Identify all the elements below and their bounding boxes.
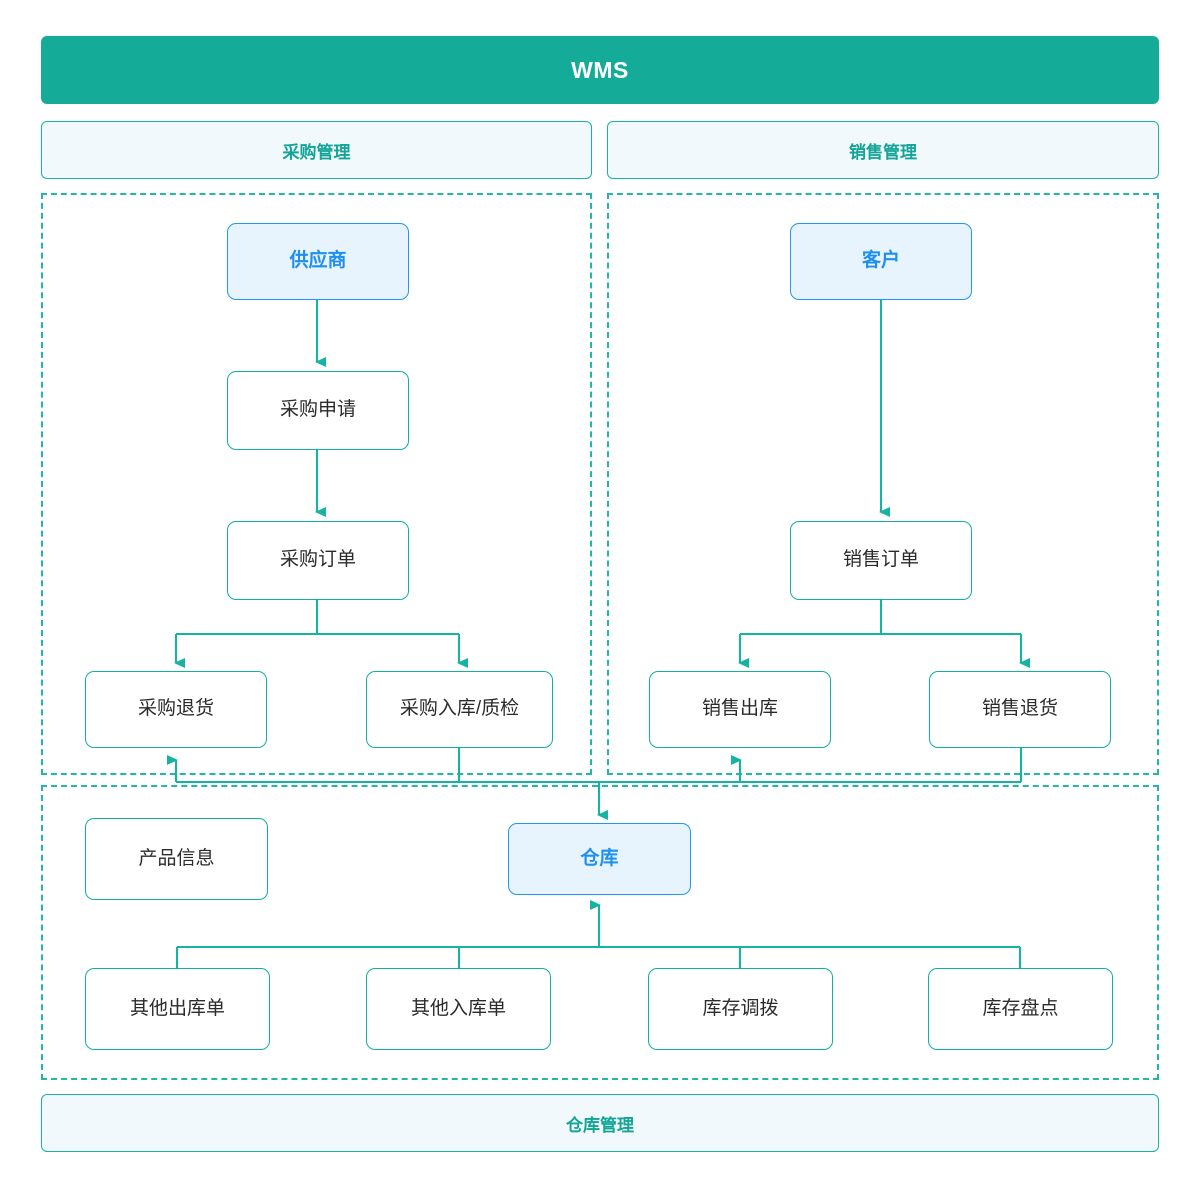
node-sales-order-label: 销售订单 bbox=[842, 549, 919, 571]
banner-sales-management-label: 销售管理 bbox=[849, 142, 917, 162]
node-purchase-inbound-qc-label: 采购入库/质检 bbox=[399, 698, 520, 720]
node-stock-transfer[interactable]: 库存调拨 bbox=[648, 968, 833, 1050]
node-customer-label: 客户 bbox=[861, 250, 900, 272]
node-product-info-label: 产品信息 bbox=[138, 847, 215, 869]
wms-title-banner: WMS bbox=[41, 36, 1159, 104]
banner-warehouse-management[interactable]: 仓库管理 bbox=[41, 1094, 1159, 1152]
node-sales-outbound[interactable]: 销售出库 bbox=[649, 671, 831, 748]
node-stock-count[interactable]: 库存盘点 bbox=[928, 968, 1113, 1050]
group-purchase-management bbox=[41, 193, 592, 775]
banner-sales-management[interactable]: 销售管理 bbox=[607, 121, 1159, 179]
node-other-outbound[interactable]: 其他出库单 bbox=[85, 968, 270, 1050]
node-purchase-return[interactable]: 采购退货 bbox=[85, 671, 267, 748]
node-warehouse-label: 仓库 bbox=[580, 847, 619, 869]
node-other-inbound[interactable]: 其他入库单 bbox=[366, 968, 551, 1050]
wms-title-label: WMS bbox=[571, 56, 629, 83]
banner-warehouse-management-label: 仓库管理 bbox=[566, 1115, 634, 1135]
node-sales-outbound-label: 销售出库 bbox=[701, 698, 778, 720]
banner-purchase-management[interactable]: 采购管理 bbox=[41, 121, 592, 179]
node-other-outbound-label: 其他出库单 bbox=[129, 997, 225, 1019]
node-supplier-label: 供应商 bbox=[289, 250, 347, 272]
node-stock-count-label: 库存盘点 bbox=[982, 997, 1059, 1019]
node-sales-return-label: 销售退货 bbox=[981, 698, 1058, 720]
banner-purchase-management-label: 采购管理 bbox=[282, 142, 351, 162]
node-supplier[interactable]: 供应商 bbox=[227, 223, 409, 300]
node-purchase-request-label: 采购申请 bbox=[279, 399, 356, 421]
node-other-inbound-label: 其他入库单 bbox=[410, 997, 506, 1019]
node-purchase-order-label: 采购订单 bbox=[279, 549, 356, 571]
node-stock-transfer-label: 库存调拨 bbox=[702, 997, 779, 1019]
node-purchase-return-label: 采购退货 bbox=[137, 698, 214, 720]
node-purchase-inbound-qc[interactable]: 采购入库/质检 bbox=[366, 671, 553, 748]
node-warehouse[interactable]: 仓库 bbox=[508, 823, 691, 895]
node-sales-order[interactable]: 销售订单 bbox=[790, 521, 972, 600]
group-sales-management bbox=[607, 193, 1159, 775]
node-customer[interactable]: 客户 bbox=[790, 223, 972, 300]
node-purchase-order[interactable]: 采购订单 bbox=[227, 521, 409, 600]
node-product-info[interactable]: 产品信息 bbox=[85, 818, 268, 900]
node-purchase-request[interactable]: 采购申请 bbox=[227, 371, 409, 450]
node-sales-return[interactable]: 销售退货 bbox=[929, 671, 1111, 748]
